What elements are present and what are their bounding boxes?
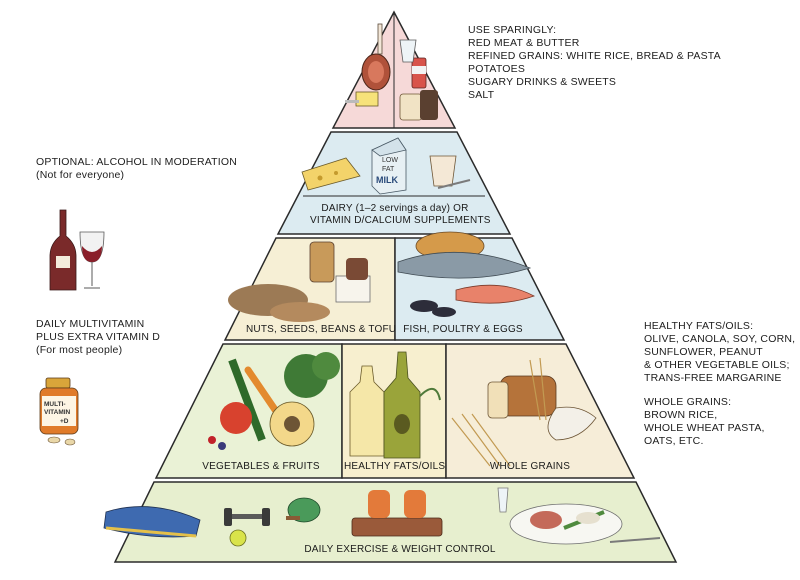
- protein-tier: [223, 231, 566, 341]
- yogurt-icon: [429, 155, 471, 189]
- alcohol-note-line1: OPTIONAL: ALCOHOL IN MODERATION: [36, 156, 238, 168]
- whole-grains-heading: WHOLE GRAINS:: [644, 396, 732, 408]
- fish-tier-label: FISH, POULTRY & EGGS: [403, 324, 523, 335]
- whole-grains-icon: [451, 357, 597, 467]
- butter-icon: [345, 91, 379, 107]
- grains-tier-label: WHOLE GRAINS: [489, 461, 571, 472]
- top-tier-sparingly: [331, 10, 457, 129]
- dairy-tier: LOW FAT MILK: [276, 131, 512, 235]
- healthy-fats-item-4: TRANS-FREE MARGARINE: [644, 372, 782, 384]
- multivitamin-note-line1: DAILY MULTIVITAMIN: [36, 318, 145, 330]
- glass-icon: [399, 39, 417, 63]
- vitamin-label-2: VITAMIN: [44, 409, 71, 416]
- nuts-seeds-icon: [228, 241, 371, 322]
- multivitamin-bottle-icon: MULTI- VITAMIN +D: [39, 377, 79, 446]
- dairy-label-line2: VITAMIN D/CALCIUM SUPPLEMENTS: [310, 215, 491, 226]
- whole-grains-note: WHOLE GRAINS: BROWN RICE, WHOLE WHEAT PA…: [644, 396, 765, 448]
- use-sparingly-note: USE SPARINGLY: RED MEAT & BUTTER REFINED…: [468, 24, 721, 102]
- bread-icon: [399, 90, 438, 121]
- alcohol-note: OPTIONAL: ALCOHOL IN MODERATION (Not for…: [36, 156, 237, 182]
- whole-grains-item-2: WHOLE WHEAT PASTA,: [644, 422, 765, 434]
- dairy-label-line1: DAIRY (1–2 servings a day) OR: [321, 203, 469, 214]
- vitamin-label-1: MULTI-: [44, 401, 66, 408]
- exercise-tier-label: DAILY EXERCISE & WEIGHT CONTROL: [304, 544, 496, 555]
- milk-carton-text-2: FAT: [382, 166, 395, 173]
- red-meat-icon: [361, 23, 391, 91]
- sparingly-item-refined-grains: REFINED GRAINS: WHITE RICE, BREAD & PAST…: [468, 50, 721, 62]
- dinner-plate-icon: [497, 487, 661, 545]
- soda-can-icon: [411, 57, 427, 89]
- milk-carton-text-1: LOW: [382, 157, 398, 164]
- whole-grains-item-1: BROWN RICE,: [644, 409, 718, 421]
- oil-bottles-icon: [349, 351, 441, 459]
- cheese-icon: [301, 157, 361, 191]
- plant-tier: [154, 343, 636, 479]
- alcohol-note-line2: (Not for everyone): [36, 169, 125, 181]
- scale-feet-icon: [351, 490, 443, 537]
- healthy-fats-note: HEALTHY FATS/OILS: OLIVE, CANOLA, SOY, C…: [644, 320, 795, 385]
- healthy-fats-item-1: OLIVE, CANOLA, SOY, CORN,: [644, 333, 796, 345]
- milk-carton-icon: LOW FAT MILK: [371, 137, 407, 195]
- sparingly-item-potatoes: POTATOES: [468, 63, 526, 75]
- healthy-fats-item-2: SUNFLOWER, PEANUT: [644, 346, 763, 358]
- vitamin-label-3: +D: [60, 418, 69, 425]
- whole-grains-item-3: OATS, ETC.: [644, 435, 704, 447]
- sparingly-item-salt: SALT: [468, 89, 495, 101]
- vegetables-fruits-icon: [208, 352, 340, 450]
- wine-icon: [49, 209, 105, 291]
- fats-tier-label: HEALTHY FATS/OILS: [344, 461, 446, 472]
- veg-tier-label: VEGETABLES & FRUITS: [202, 461, 320, 472]
- nuts-tier-label: NUTS, SEEDS, BEANS & TOFU: [246, 324, 397, 335]
- multivitamin-note: DAILY MULTIVITAMIN PLUS EXTRA VITAMIN D …: [36, 318, 160, 357]
- exercise-tier: [103, 481, 678, 563]
- healthy-fats-heading: HEALTHY FATS/OILS:: [644, 320, 754, 332]
- multivitamin-note-line3: (For most people): [36, 344, 123, 356]
- multivitamin-note-line2: PLUS EXTRA VITAMIN D: [36, 331, 160, 343]
- dairy-tier-label: DAIRY (1–2 servings a day) OR VITAMIN D/…: [310, 203, 491, 227]
- healthy-fats-item-3: & OTHER VEGETABLE OILS;: [644, 359, 790, 371]
- fish-poultry-icon: [397, 231, 535, 317]
- sparingly-item-sugary-drinks: SUGARY DRINKS & SWEETS: [468, 76, 617, 88]
- use-sparingly-heading: USE SPARINGLY:: [468, 24, 557, 36]
- dumbbells-icon: [224, 508, 270, 547]
- sparingly-item-red-meat: RED MEAT & BUTTER: [468, 37, 580, 49]
- sneakers-icon: [103, 506, 201, 538]
- milk-carton-text-3: MILK: [376, 175, 398, 185]
- ping-pong-icon: [286, 497, 321, 523]
